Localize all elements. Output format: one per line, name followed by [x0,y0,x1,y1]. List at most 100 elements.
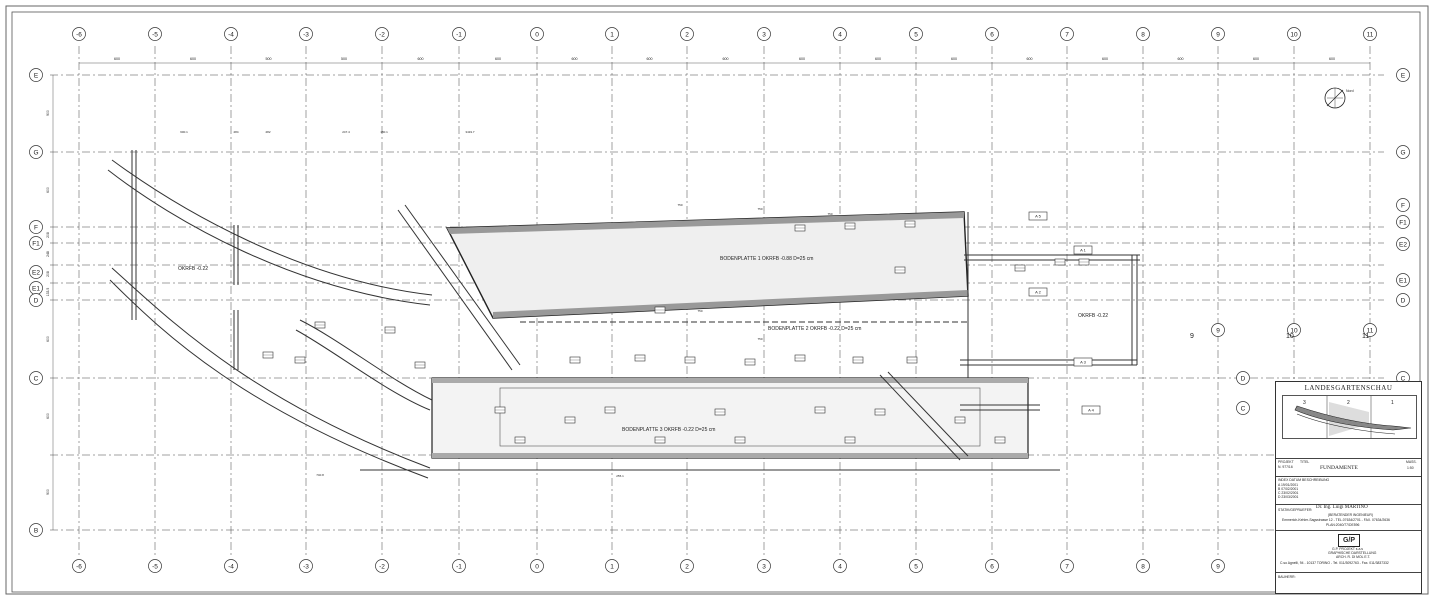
revision-c: C 23/02/2001 [1278,491,1299,495]
grid-bubble-right-0-label: E [1401,72,1406,79]
grid-bubble-mid-1: 10 [1287,323,1301,337]
left-dim-8: 900 [46,489,50,495]
grid-bubble-left-3: F1 [29,236,43,250]
grid-bubble-top-4: -2 [375,27,389,41]
grid-bubble-bottom-3: -3 [299,559,313,573]
grid-bubble-left-7-label: C [34,375,39,382]
grid-bubble-bottom-7-label: 1 [610,563,614,570]
grid-bubble-right-6: D [1396,293,1410,307]
dim-note-17: 740.8 [316,473,324,477]
grid-bubble-left-3-label: F1 [32,240,40,247]
grid-bubble-left-0-label: E [34,72,39,79]
grid-bubble-right-5-label: E1 [1399,277,1407,284]
engineer-address: Emmerich-Kehler-Sagsstrasse 12 - TEL.076… [1282,518,1390,522]
zone-3: 3 [1303,400,1306,406]
mid-curved-wall-b [295,329,431,411]
plate-3-hatch-bottom [432,453,1028,458]
lower-curved-wall-outer [111,267,431,469]
scale-value: 1:50 [1407,466,1414,470]
left-dim-5: 133.5 [46,288,50,297]
diagonal-wall-left-2 [397,209,513,371]
dim-note-5: 3419.7 [465,130,475,134]
grid-bubble-top-7: 1 [605,27,619,41]
top-dim-0: 600 [114,57,120,61]
engineer-label: STATIK/GEPRUEFER: [1278,508,1313,512]
grid-bubble-top-12-label: 6 [990,31,994,38]
grid-bubble-top-2: -4 [224,27,238,41]
grid-bubble-top-9-label: 3 [762,31,766,38]
plate-1-label: BODENPLATTE 1 OKRFB -0.88 D=25 cm [720,256,813,262]
grid-bubble-top-13-label: 7 [1065,31,1069,38]
scale-label: MASS. [1406,460,1417,464]
grid-bubble-left-7: C [29,371,43,385]
top-dim-7: 600 [647,57,653,61]
grid-bubble-bottom-11: 5 [909,559,923,573]
dim-note-8: 750 [827,212,832,216]
grid-number-0: 9 [1190,333,1194,340]
grid-bubble-top-7-label: 1 [610,31,614,38]
revision-table: INDEX DATUM BESCHREIBUNG A 19/01/2001 B … [1276,476,1421,505]
grid-bubble-right-3-label: F1 [1399,219,1407,226]
left-dim-3: 248 [46,251,50,257]
top-dim-13: 600 [1102,57,1108,61]
footing-pads [262,220,1090,444]
grid-bubble-left-5-label: E1 [32,285,40,292]
left-dim-6: 600 [46,336,50,342]
diagonal-wall-right-2 [887,371,969,457]
drawing-title: FUNDAMENTE [1320,465,1358,471]
grid-bubble-bottom-2-label: -4 [228,563,234,570]
grid-bubble-top-5: -1 [452,27,466,41]
grid-bubble-right-2-label: F [1401,202,1405,209]
plate-1-hatch-band [447,212,964,234]
grid-bubble-bottom-12: 6 [985,559,999,573]
inner-border [11,11,1421,593]
grid-bubble-right-1-label: G [1400,149,1405,156]
top-dim-16: 600 [1329,57,1335,61]
grid-bubble-right-5: E1 [1396,273,1410,287]
engineer-block: STATIK/GEPRUEFER: Dr. Ing. Luigi MARTINO… [1276,504,1421,531]
grid-bubble-bottom-15-label: 9 [1216,563,1220,570]
grid-bubble-bottom-1: -5 [148,559,162,573]
dim-note-6: 750 [677,203,682,207]
grid-bubble-top-3: -3 [299,27,313,41]
grid-bubble-top-4-label: -2 [379,31,385,38]
engineer-extra: PLAN:2040/77/DE596 [1326,523,1360,527]
bauherr-label: BAUHERR: [1278,575,1296,579]
grid-number-1: 10 [1286,333,1294,340]
grid-bubble-bottom-14-label: 8 [1141,563,1145,570]
grid-bubble-left-6: D [29,293,43,307]
bauherr-block: BAUHERR: [1276,572,1421,593]
engineer-name: Dr. Ing. Luigi MARTINO [1316,505,1368,510]
diagonal-wall-left [404,204,521,366]
title-label: TITEL [1300,460,1310,464]
grid-bubble-bottom-8: 2 [680,559,694,573]
dim-note-1: 284 [233,130,238,134]
grid-bubble-left-8-label: B [34,527,38,534]
grid-bubble-left-5: E1 [29,281,43,295]
grid-bubble-top-5-label: -1 [456,31,462,38]
plate-3-inner [499,387,981,447]
grid-bubble-bottom-9-label: 3 [762,563,766,570]
diagonal-wall-right [879,374,961,461]
curved-walls [107,159,969,479]
grid-bubble-bottom-12-label: 6 [990,563,994,570]
grid-bubble-right-1: G [1396,145,1410,159]
grid-bubble-left-1-label: G [33,149,38,156]
company-subtitle: GRAPHISCHE DARSTELLUNG [1328,551,1377,555]
company-name: G.P. PROJEKT s.a.s [1332,547,1363,551]
section-ref-box-1 [1028,287,1048,297]
grid-bubble-bottom-5-label: -1 [456,563,462,570]
grid-bubble-left-4: E2 [29,265,43,279]
dim-note-9: 750 [757,337,762,341]
grid-bubble-bottom-4: -2 [375,559,389,573]
grid-bubble-c-inner: C [1236,401,1250,415]
dimension-lines [52,62,1370,530]
grid-bubble-bottom-2: -4 [224,559,238,573]
grid-bubble-top-8-label: 2 [685,31,689,38]
grid-bubbles: -6-6-5-5-4-4-3-3-2-2-1-10011223344556677… [29,27,1410,573]
project-label: PROJEKT [1278,460,1294,464]
left-dim-2: 208 [46,232,50,238]
grid-bubble-top-11: 5 [909,27,923,41]
mid-curved-wall-a [299,319,433,401]
